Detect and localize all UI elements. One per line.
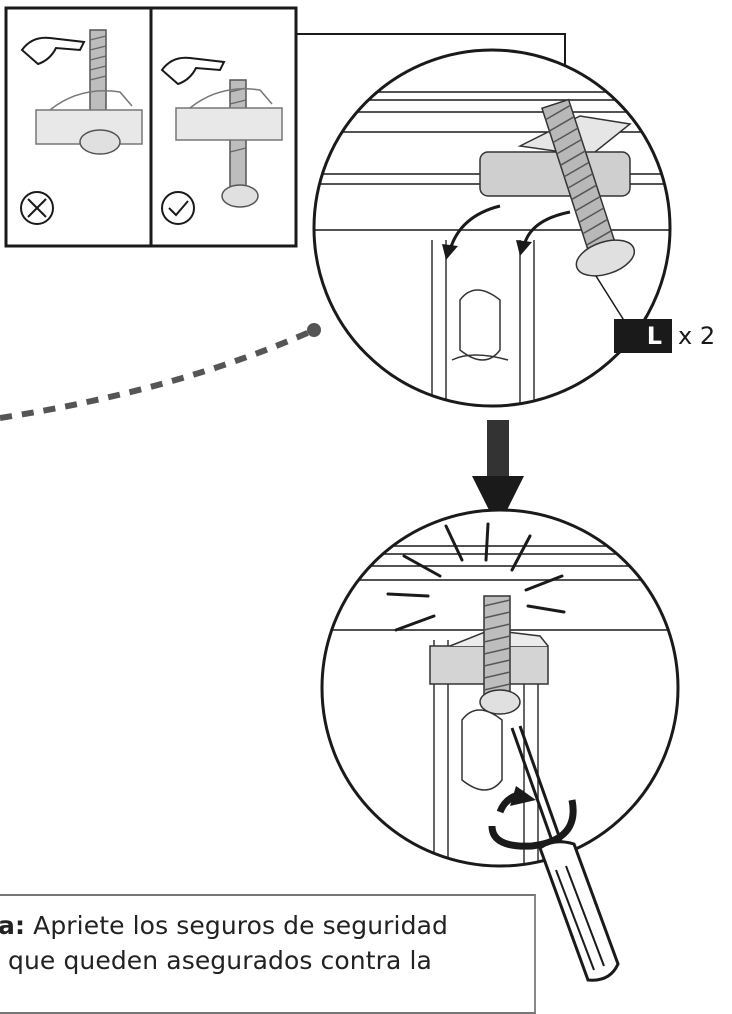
screwdriver-icon — [510, 725, 620, 982]
wrong-install-panel — [20, 29, 143, 225]
correct-install-panel — [160, 56, 283, 225]
instruction-note: a: Apriete los seguros de seguridad que … — [0, 894, 536, 1014]
hardware-tag: L x 2 — [614, 319, 715, 353]
instruction-bold: a: — [0, 911, 26, 940]
instruction-text-1: Apriete los seguros de seguridad — [25, 911, 448, 940]
comparison-panels — [4, 6, 298, 248]
dotted-leader — [0, 323, 321, 421]
hardware-quantity: x 2 — [678, 322, 716, 350]
zoom-circle-bottom — [320, 508, 680, 868]
hardware-code: L — [614, 319, 672, 353]
down-arrow-icon — [472, 420, 524, 528]
correct-symbol-icon — [161, 191, 195, 225]
instruction-line-1: a: Apriete los seguros de seguridad — [0, 908, 534, 943]
instruction-line-2: que queden asegurados contra la — [8, 946, 432, 975]
zoom-circle-top — [312, 48, 672, 408]
